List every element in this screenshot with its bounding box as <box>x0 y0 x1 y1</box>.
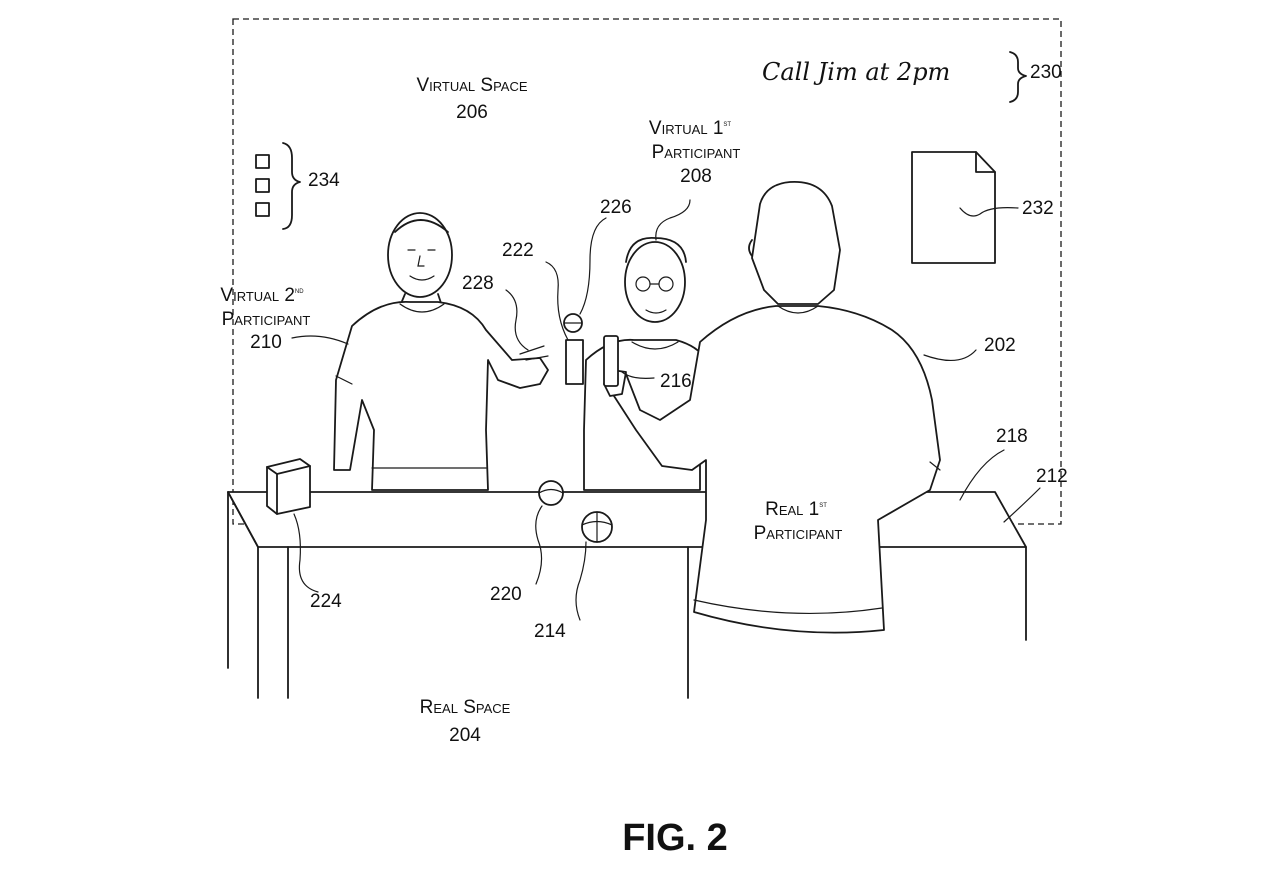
leader-210 <box>291 335 349 345</box>
real-space-label: Real Space <box>420 697 511 718</box>
leader-226 <box>579 217 607 315</box>
virtual-first-participant-label-2: Participant <box>652 142 741 163</box>
bracket-230 <box>1009 51 1027 103</box>
real-first-participant-label-2: Participant <box>754 523 843 544</box>
leader-208 <box>655 199 691 241</box>
ball-220 <box>538 480 564 506</box>
virtual-first-participant-label: Virtual 1st <box>649 118 732 139</box>
table <box>227 491 1027 699</box>
ref-218: 218 <box>996 426 1028 447</box>
bracket-234 <box>282 142 301 230</box>
real-device <box>603 335 619 387</box>
leader-218 <box>959 449 1005 501</box>
ref-226: 226 <box>600 197 632 218</box>
leader-216 <box>621 371 655 379</box>
ref-202: 202 <box>984 335 1016 356</box>
virtual-space-label: Virtual Space <box>416 75 527 96</box>
leader-214 <box>575 541 587 621</box>
ref-212: 212 <box>1036 466 1068 487</box>
virtual-second-participant-label-2: Participant <box>222 309 311 330</box>
ref-220: 220 <box>490 584 522 605</box>
figure-caption: FIG. 2 <box>622 817 728 859</box>
virtual-space-boundary <box>232 18 1062 525</box>
virtual-ball <box>563 313 583 333</box>
ref-230: 230 <box>1030 62 1062 83</box>
leader-228 <box>505 289 529 351</box>
virtual-second-participant-figure <box>333 212 549 491</box>
checkbox-list-icon <box>255 154 270 217</box>
virtual-first-participant-ref: 208 <box>680 166 712 187</box>
virtual-second-participant-ref: 210 <box>250 332 282 353</box>
real-space-ref: 204 <box>449 725 481 746</box>
ball-214 <box>581 511 613 543</box>
ref-234: 234 <box>308 170 340 191</box>
document-icon <box>911 151 996 264</box>
real-first-participant-figure <box>603 181 941 634</box>
leader-202 <box>923 349 977 361</box>
box-object <box>266 458 311 515</box>
leader-212 <box>1003 487 1041 523</box>
ref-224: 224 <box>310 591 342 612</box>
leader-220 <box>535 505 543 585</box>
virtual-second-participant-label: Virtual 2nd <box>220 285 304 306</box>
ref-216: 216 <box>660 371 692 392</box>
virtual-device <box>565 339 584 385</box>
handwritten-note: Call Jim at 2pm <box>762 58 950 86</box>
ref-228: 228 <box>462 273 494 294</box>
ref-222: 222 <box>502 240 534 261</box>
real-first-participant-label: Real 1st <box>765 499 827 520</box>
ref-232: 232 <box>1022 198 1054 219</box>
virtual-space-ref: 206 <box>456 102 488 123</box>
leader-224 <box>293 513 319 593</box>
leader-232 <box>959 207 1019 217</box>
leader-222 <box>545 261 569 341</box>
ref-214: 214 <box>534 621 566 642</box>
